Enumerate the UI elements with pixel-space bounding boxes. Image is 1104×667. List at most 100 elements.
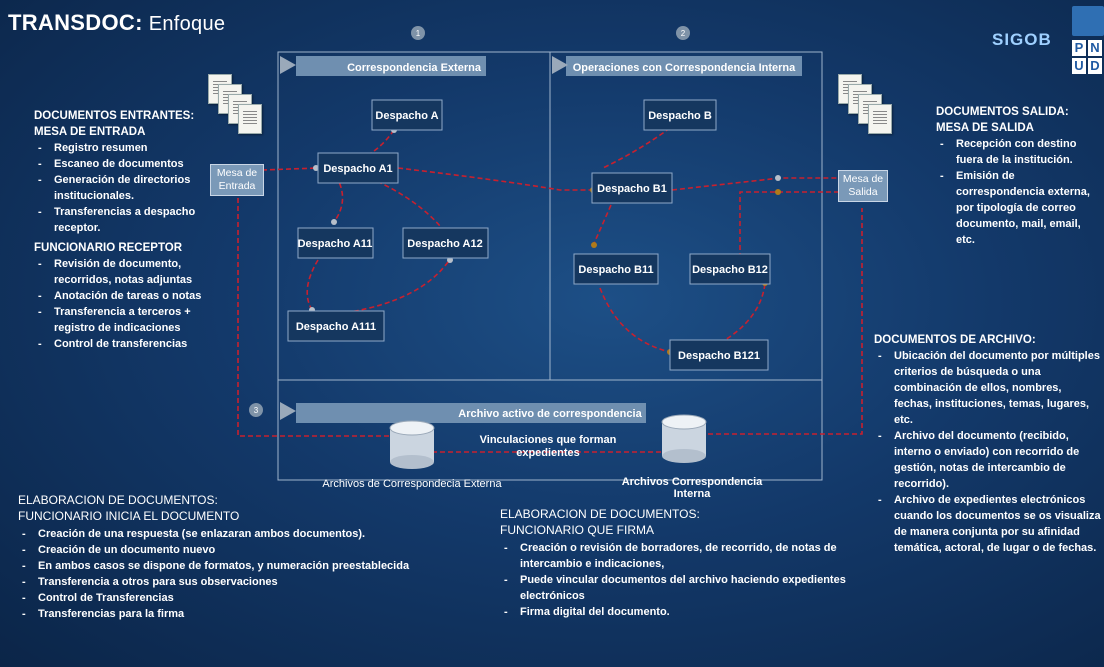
svg-text:Despacho B121: Despacho B121 [678, 350, 760, 362]
receptor-list: Revisión de documento, recorridos, notas… [34, 256, 214, 352]
archive-internal-label-2: Interna [674, 488, 712, 500]
node-despacho-b121: Despacho B121 [669, 339, 769, 371]
svg-text:Despacho B: Despacho B [648, 110, 712, 122]
step-marker [411, 26, 425, 40]
mesa-entrada: Mesa de Entrada [210, 164, 264, 196]
logo-letter: P [1072, 40, 1086, 56]
elaboration-list: Creación de una respuesta (se enlazaran … [18, 526, 478, 622]
node-despacho-a12: Despacho A12 [402, 227, 489, 259]
list-item: Puede vincular documentos del archivo ha… [500, 572, 872, 604]
step-marker [249, 403, 263, 417]
svg-text:Despacho A1: Despacho A1 [323, 163, 392, 175]
internal-panel-title: Operaciones con Correspondencia Interna [573, 62, 796, 74]
connector [708, 208, 863, 435]
section-heading: FUNCIONARIO RECEPTOR [34, 242, 183, 254]
connector [602, 127, 671, 169]
step-number: 2 [681, 29, 686, 38]
play-icon [280, 56, 296, 74]
undp-logo: P N U D [1072, 6, 1104, 86]
list-item: Anotación de tareas o notas [34, 288, 214, 304]
outgoing-list: Recepción con destino fuera de la instit… [936, 136, 1102, 248]
node-despacho-b12: Despacho B12 [689, 253, 771, 285]
archive-panel-title: Archivo activo de correspondencia [458, 408, 642, 420]
svg-text:Despacho A11: Despacho A11 [298, 238, 373, 250]
list-item: Ubicación del documento por múltiples cr… [874, 348, 1102, 428]
database-icon [661, 414, 707, 463]
svg-text:Despacho A111: Despacho A111 [296, 321, 376, 333]
connector-lines [237, 127, 863, 453]
connector [361, 129, 395, 159]
connector [599, 287, 671, 353]
section-heading: MESA DE ENTRADA [34, 126, 146, 138]
sigob-logo: SIGOB [992, 30, 1052, 49]
list-item: Creación de un documento nuevo [18, 542, 478, 558]
svg-text:Despacho B12: Despacho B12 [692, 264, 768, 276]
svg-text:Despacho B11: Despacho B11 [578, 264, 653, 276]
archive-list: Ubicación del documento por múltiples cr… [874, 348, 1102, 556]
node-despacho-a1: Despacho A1 [317, 152, 399, 184]
incoming-docs-icon [206, 70, 266, 140]
elaboration-signer-section: ELABORACION DE DOCUMENTOS: FUNCIONARIO Q… [500, 506, 872, 620]
connector [591, 204, 612, 249]
node-despacho-b1: Despacho B1 [591, 172, 673, 204]
list-item: Firma digital del documento. [500, 604, 872, 620]
list-item: Recepción con destino fuera de la instit… [936, 136, 1102, 168]
play-icon [280, 402, 296, 420]
connector [739, 191, 838, 258]
step-marker [676, 26, 690, 40]
outgoing-section: DOCUMENTOS SALIDA: MESA DE SALIDA Recepc… [936, 104, 1102, 248]
connector [237, 190, 392, 437]
list-item: Generación de directorios institucionale… [34, 172, 214, 204]
title-bold: TRANSDOC: [8, 10, 143, 35]
logo-letter: U [1072, 58, 1086, 74]
node-despacho-b: Despacho B [643, 99, 717, 131]
page-title: TRANSDOC:Enfoque [8, 10, 225, 36]
connector [397, 167, 594, 191]
list-item: Archivo del documento (recibido, interno… [874, 428, 1102, 492]
elaboration-initiator-section: ELABORACION DE DOCUMENTOS: FUNCIONARIO I… [18, 492, 478, 622]
list-item: Control de Transferencias [18, 590, 478, 606]
list-item: Emisión de correspondencia externa, por … [936, 168, 1102, 248]
incoming-section: DOCUMENTOS ENTRANTES: MESA DE ENTRADA Re… [34, 108, 214, 352]
section-heading: DOCUMENTOS DE ARCHIVO: [874, 334, 1036, 346]
list-item: Control de transferencias [34, 336, 214, 352]
list-item: Creación o revisión de borradores, de re… [500, 540, 872, 572]
mesa-salida: Mesa de Salida [838, 170, 888, 202]
step-number: 1 [416, 29, 421, 38]
list-item: Escaneo de documentos [34, 156, 214, 172]
archive-internal-label-1: Archivos Correspondencia [622, 476, 763, 488]
list-item: Transferencias a despacho receptor. [34, 204, 214, 236]
external-panel-title: Correspondencia Externa [347, 62, 482, 74]
internal-band [566, 56, 802, 76]
node-despacho-b11: Despacho B11 [573, 253, 659, 285]
svg-text:Despacho A12: Despacho A12 [407, 238, 482, 250]
connector [306, 259, 319, 311]
logo-letter: D [1088, 58, 1102, 74]
logo-letter: N [1088, 40, 1102, 56]
list-item: Transferencia a otros para sus observaci… [18, 574, 478, 590]
un-emblem-icon [1072, 6, 1104, 36]
outgoing-docs-icon [836, 70, 896, 140]
archive-docs-section: DOCUMENTOS DE ARCHIVO: Ubicación del doc… [874, 332, 1102, 556]
list-item: Transferencia a terceros + registro de i… [34, 304, 214, 336]
list-item: En ambos casos se dispone de formatos, y… [18, 558, 478, 574]
archive-external-label: Archivos de Correspondecia Externa [322, 478, 502, 490]
section-heading: FUNCIONARIO INICIA EL DOCUMENTO [18, 509, 240, 523]
list-item: Transferencias para la firma [18, 606, 478, 622]
node-despacho-a11: Despacho A11 [297, 227, 374, 259]
connector [369, 177, 446, 233]
step-number: 3 [254, 406, 259, 415]
signer-list: Creación o revisión de borradores, de re… [500, 540, 872, 620]
connector [719, 283, 766, 344]
connector [671, 177, 838, 191]
title-rest: Enfoque [148, 13, 226, 35]
play-icon [552, 56, 568, 74]
section-heading: DOCUMENTOS ENTRANTES: [34, 110, 195, 122]
svg-text:Despacho B1: Despacho B1 [597, 183, 667, 195]
section-heading: FUNCIONARIO QUE FIRMA [500, 523, 655, 537]
list-item: Revisión de documento, recorridos, notas… [34, 256, 214, 288]
list-item: Registro resumen [34, 140, 214, 156]
database-icon [389, 420, 435, 469]
connector [261, 167, 319, 171]
